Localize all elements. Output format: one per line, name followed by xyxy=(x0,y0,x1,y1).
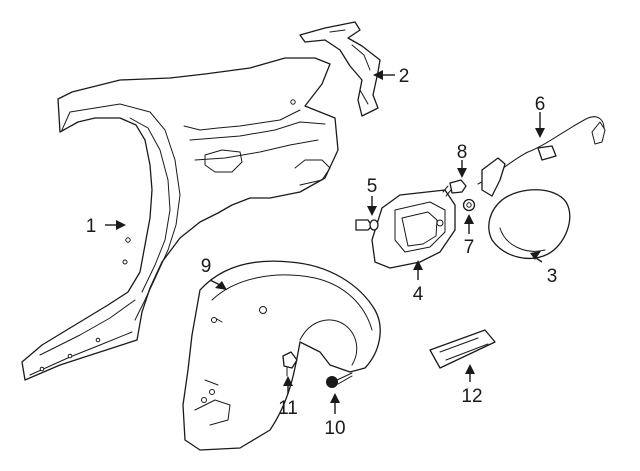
grommet-part xyxy=(462,198,476,212)
callout-4: 4 xyxy=(413,284,424,305)
callout-9: 9 xyxy=(201,256,212,277)
callout-8: 8 xyxy=(457,142,468,163)
callout-6: 6 xyxy=(535,94,546,115)
bolt-part-8 xyxy=(442,179,467,197)
screw-part-5 xyxy=(355,219,379,231)
quarter-panel-part xyxy=(21,57,339,381)
bracket-part xyxy=(299,21,381,117)
trim-piece-part xyxy=(429,329,496,369)
callout-7: 7 xyxy=(464,237,475,258)
callout-2: 2 xyxy=(399,66,410,87)
callout-1: 1 xyxy=(86,216,97,237)
fuel-door-part xyxy=(488,189,571,260)
callout-11: 11 xyxy=(278,398,298,419)
callout-12: 12 xyxy=(461,386,482,407)
callout-10: 10 xyxy=(324,418,345,439)
fuel-housing-part xyxy=(371,189,456,269)
screw-part-10 xyxy=(326,372,353,388)
callout-3: 3 xyxy=(547,266,558,287)
callout-5: 5 xyxy=(367,176,378,197)
release-cable-part xyxy=(477,116,606,197)
clip-part xyxy=(282,351,298,377)
wheel-liner-part xyxy=(182,260,381,451)
leader-lines xyxy=(105,70,545,414)
